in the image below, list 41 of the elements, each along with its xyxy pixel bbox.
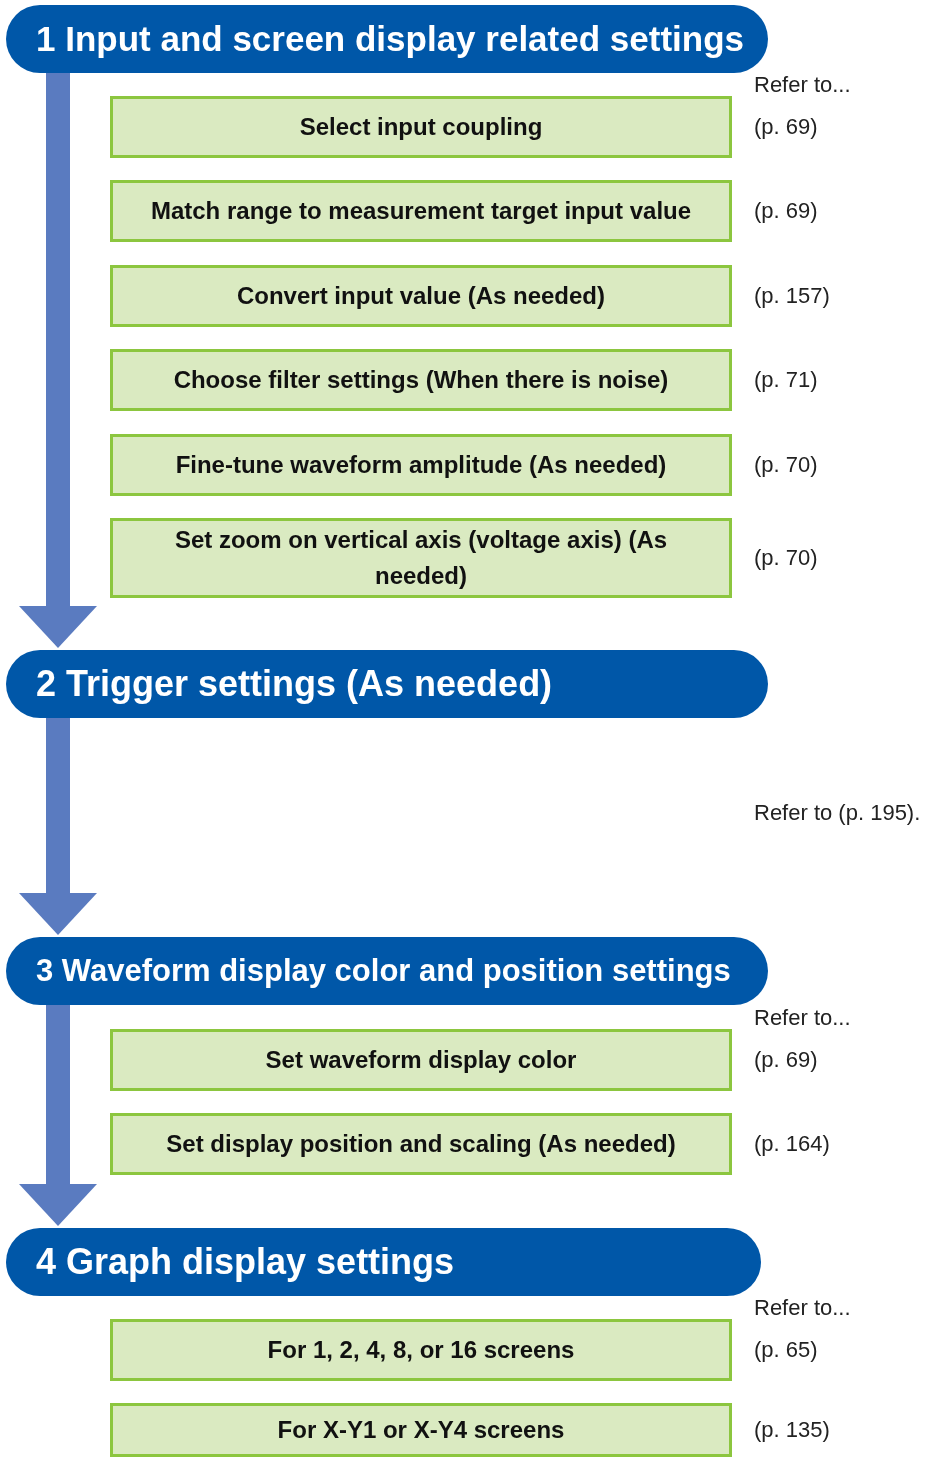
page-reference: (p. 70) [754,545,818,571]
step-label: For X-Y1 or X-Y4 screens [277,1415,565,1445]
note-text: Refer to... [754,1295,851,1321]
page-reference: (p. 157) [754,283,830,309]
step-box [110,1029,732,1091]
flow-arrow [19,718,97,935]
step-box [110,1403,732,1457]
step-label: Set zoom on vertical axis (voltage axis) (As needed) [173,525,669,591]
step-label: Choose filter settings (When there is noise) [173,365,669,395]
step-label: Set display position and scaling (As needed) [166,1129,676,1159]
step-box [110,96,732,158]
note-text: Refer to (p. 195). [754,800,921,826]
note-text: Refer to... [754,72,851,98]
section-title: 3 Waveform display color and position settings [36,953,731,989]
note-text: Refer to... [754,1005,851,1031]
flow-arrow [19,73,97,648]
section-title: 4 Graph display settings [36,1241,455,1283]
page-reference: (p. 135) [754,1417,830,1443]
step-label: For 1, 2, 4, 8, or 16 screens [267,1335,575,1365]
step-box [110,1319,732,1381]
step-box [110,1113,732,1175]
step-label: Match range to measurement target input value [150,196,692,226]
step-label: Fine-tune waveform amplitude (As needed) [175,450,667,480]
step-box [110,434,732,496]
step-box [110,349,732,411]
page-reference: (p. 71) [754,367,818,393]
page-reference: (p. 69) [754,1047,818,1073]
step-label: Convert input value (As needed) [236,281,606,311]
page-reference: (p. 164) [754,1131,830,1157]
section-title: 2 Trigger settings (As needed) [36,663,553,705]
section-title: 1 Input and screen display related settings [36,19,744,59]
step-box [110,518,732,598]
flow-arrow [19,1005,97,1226]
page-reference: (p. 69) [754,198,818,224]
step-box [110,180,732,242]
page-reference: (p. 70) [754,452,818,478]
step-label: Set waveform display color [265,1045,577,1075]
step-label: Select input coupling [299,112,543,142]
page-reference: (p. 65) [754,1337,818,1363]
step-box [110,265,732,327]
page-reference: (p. 69) [754,114,818,140]
